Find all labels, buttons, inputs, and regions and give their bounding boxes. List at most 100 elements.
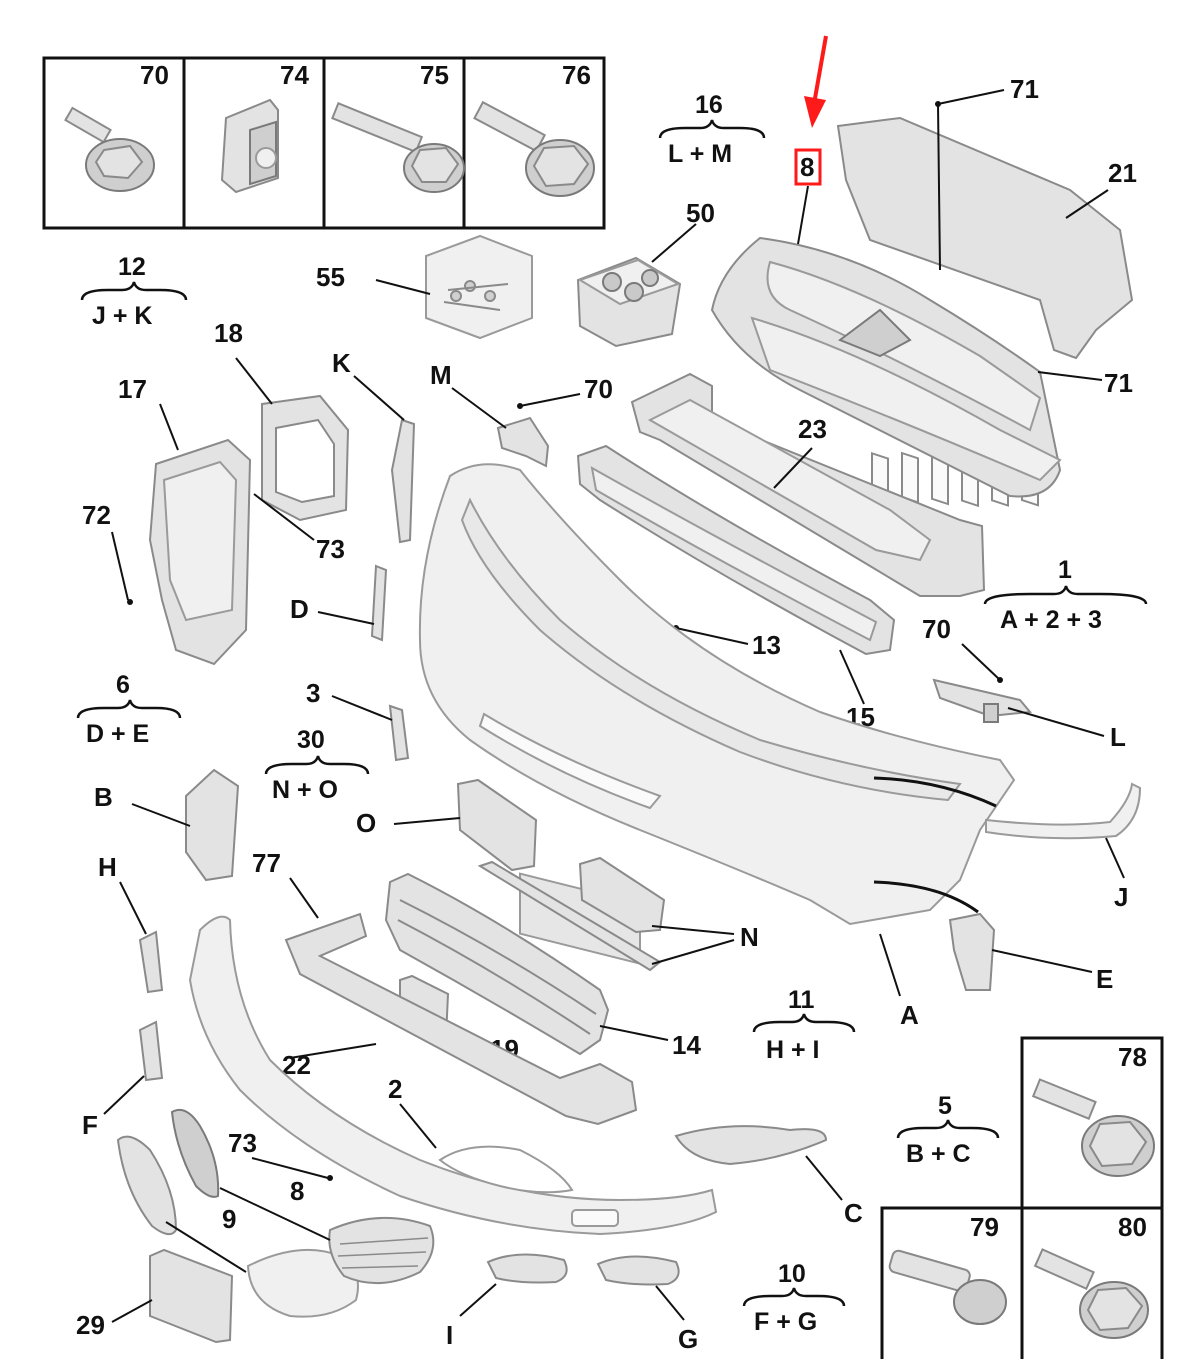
trim-strip-J: [873, 776, 1142, 840]
group-label-30: 30 N + O: [264, 726, 370, 804]
duct-frame-18: [261, 394, 350, 522]
bracket-M: [496, 416, 550, 468]
bracket-C: [674, 1125, 828, 1166]
svg-text:B + C: B + C: [906, 1140, 971, 1168]
red-down-arrow-icon: [804, 35, 828, 128]
bracket-B: [185, 768, 240, 882]
callout-E: E: [1096, 964, 1113, 994]
callout-13: 13: [752, 630, 781, 660]
front-end-carrier-21: [836, 116, 1134, 508]
callout-F: F: [82, 1110, 98, 1140]
callout-3: 3: [306, 678, 320, 708]
callout-72: 72: [82, 500, 111, 530]
callout-73-top: 73: [316, 534, 345, 564]
callout-23: 23: [798, 414, 827, 444]
callout-71-top: 71: [1010, 74, 1039, 104]
callout-G: G: [678, 1324, 698, 1354]
callout-C: C: [844, 1198, 863, 1228]
callout-J: J: [1114, 882, 1128, 912]
cover-O: [456, 778, 538, 872]
callout-A: A: [900, 1000, 919, 1030]
fastener-box-top: 70 74 75 76: [42, 56, 606, 230]
svg-text:11: 11: [788, 986, 815, 1014]
callout-17: 17: [118, 374, 147, 404]
callout-9: 9: [222, 1204, 236, 1234]
cover-H: [138, 930, 164, 994]
callout-H: H: [98, 852, 117, 882]
callout-79: 79: [970, 1212, 999, 1242]
bolt-icon: [473, 100, 595, 197]
callout-70-right: 70: [922, 614, 951, 644]
highlight-part-8: 8: [794, 148, 822, 245]
callout-50: 50: [686, 198, 715, 228]
callout-2: 2: [388, 1074, 402, 1104]
fog-lamp-bezel-9: [116, 1108, 359, 1318]
absorber-15: [576, 444, 896, 656]
bracket-L: [932, 678, 1032, 723]
callout-71-mid: 71: [1104, 368, 1133, 398]
group-label-1: 1 A + 2 + 3: [983, 556, 1148, 634]
callout-O: O: [356, 808, 376, 838]
callout-70-mid: 70: [584, 374, 613, 404]
clip-nut-icon: [220, 98, 279, 194]
fastener-kit-55: [425, 234, 533, 340]
callout-55: 55: [316, 262, 345, 292]
bracket-K: [390, 418, 416, 544]
svg-text:N + O: N + O: [272, 776, 338, 804]
callout-8: 8: [290, 1176, 304, 1206]
callout-M: M: [430, 360, 452, 390]
svg-text:J + K: J + K: [92, 302, 152, 330]
group-label-10: 10 F + G: [742, 1260, 846, 1336]
svg-text:D + E: D + E: [86, 720, 149, 748]
air-duct-17: [148, 438, 252, 666]
svg-text:6: 6: [116, 671, 130, 699]
lower-grille-14: [384, 872, 610, 1056]
upper-grille-assembly: [710, 236, 1062, 498]
bolt-icon: [331, 102, 465, 193]
plate-29: [149, 1248, 234, 1344]
callout-D: D: [290, 594, 309, 624]
svg-text:5: 5: [938, 1092, 952, 1120]
highlight-box: [794, 148, 822, 186]
callout-73-bottom: 73: [228, 1128, 257, 1158]
lower-beam-22: [284, 912, 638, 1126]
bolt-icon: [1033, 1248, 1149, 1339]
svg-text:1: 1: [1058, 556, 1072, 584]
callout-75: 75: [420, 60, 449, 90]
callout-I: I: [446, 1320, 453, 1350]
callout-N: N: [740, 922, 759, 952]
bolt-icon: [64, 106, 155, 192]
callout-74: 74: [280, 60, 309, 90]
svg-text:16: 16: [695, 91, 723, 119]
group-label-11: 11 H + I: [752, 986, 856, 1064]
callout-70-box: 70: [140, 60, 169, 90]
callout-18: 18: [214, 318, 243, 348]
trim-I: [486, 1253, 568, 1284]
callout-21: 21: [1108, 158, 1137, 188]
callout-L: L: [1110, 722, 1126, 752]
callout-B: B: [94, 782, 113, 812]
bracket-D: [370, 564, 388, 642]
cover-F: [138, 1020, 164, 1082]
bolt-icon: [888, 1249, 1007, 1325]
svg-text:L + M: L + M: [668, 140, 732, 168]
group-label-16: 16 L + M: [658, 91, 766, 168]
svg-text:F + G: F + G: [754, 1308, 817, 1336]
fastener-kit-50: [576, 256, 682, 348]
trim-G: [596, 1255, 680, 1286]
callout-K: K: [332, 348, 351, 378]
svg-text:H + I: H + I: [766, 1036, 820, 1064]
callout-77: 77: [252, 848, 281, 878]
group-label-12: 12 J + K: [80, 253, 188, 330]
svg-text:12: 12: [118, 253, 146, 281]
group-label-6: 6 D + E: [76, 671, 182, 748]
callout-76: 76: [562, 60, 591, 90]
bracket-E: [873, 880, 996, 991]
svg-text:10: 10: [778, 1260, 806, 1288]
impact-beam-23: [630, 372, 986, 597]
fog-grille-8: [328, 1216, 435, 1285]
callout-78: 78: [1118, 1042, 1147, 1072]
svg-text:30: 30: [297, 726, 325, 754]
svg-text:A + 2 + 3: A + 2 + 3: [1000, 606, 1102, 634]
